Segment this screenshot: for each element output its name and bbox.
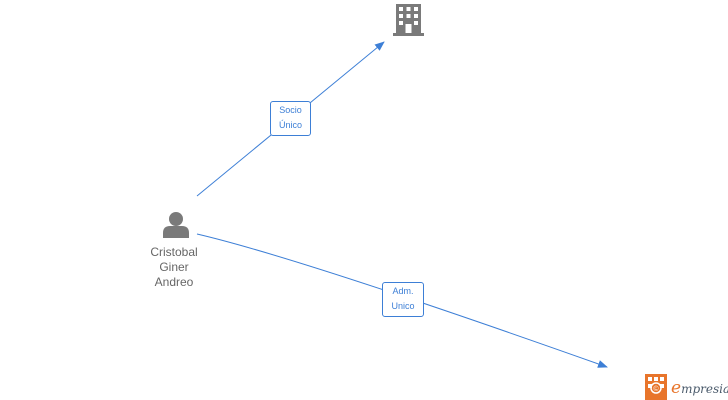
- empresia-logo[interactable]: © empresia: [645, 372, 728, 400]
- building-icon: ©: [645, 374, 667, 400]
- brand-wordmark: empresia: [671, 378, 728, 398]
- person-name-label[interactable]: Cristobal Giner Andreo: [134, 245, 214, 290]
- svg-text:©: ©: [653, 385, 659, 393]
- person-name-line: Andreo: [154, 275, 194, 289]
- building-icon[interactable]: [393, 4, 424, 36]
- person-name-line: Giner: [159, 260, 189, 274]
- edge-adm-unico: [196, 233, 608, 368]
- edge-label-line: Socio: [279, 105, 302, 115]
- edge-label-adm-unico: Adm. Unico: [382, 282, 424, 317]
- edge-label-line: Único: [278, 120, 302, 130]
- edge-label-line: Unico: [391, 301, 415, 311]
- edge-label-socio-unico: Socio Único: [270, 101, 311, 136]
- person-name-line: Cristobal: [150, 245, 198, 259]
- person-icon[interactable]: [163, 212, 189, 238]
- edge-label-line: Adm.: [392, 286, 414, 296]
